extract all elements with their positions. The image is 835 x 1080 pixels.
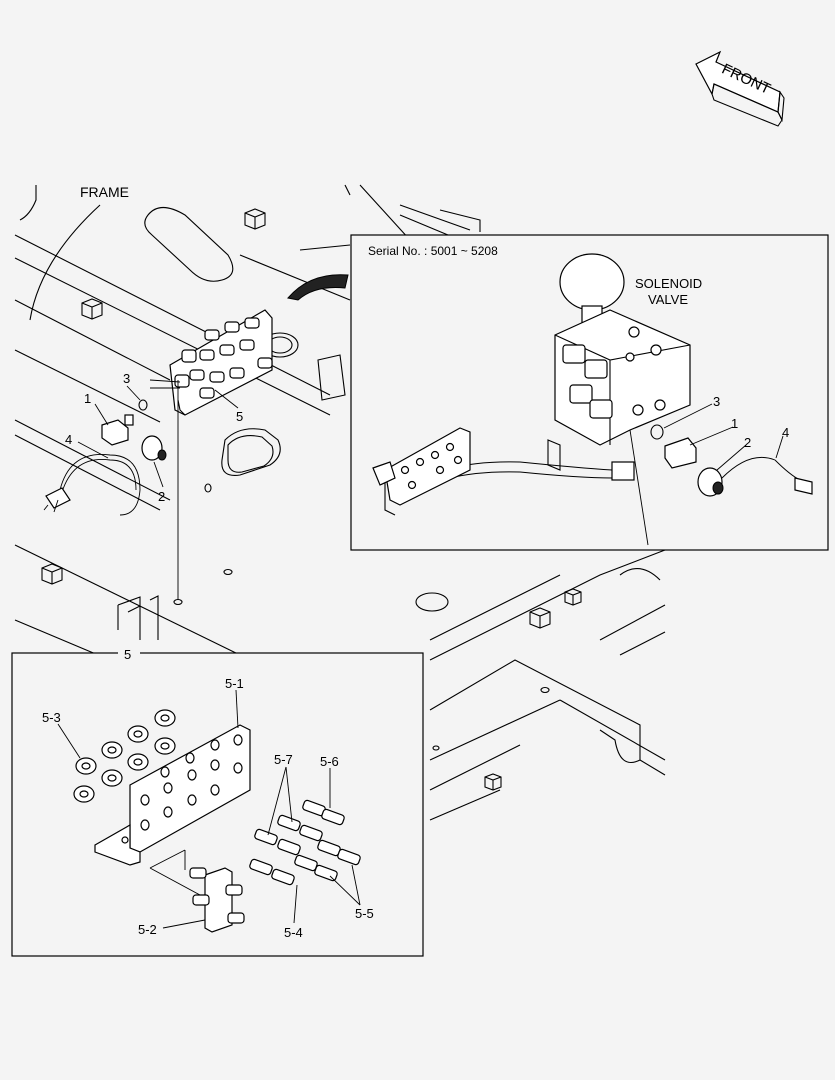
manifold-assembly <box>149 309 273 600</box>
bracket-plate-part <box>94 724 251 866</box>
detail-callout-5-7: 5-7 <box>274 752 293 767</box>
nut-parts <box>73 709 176 803</box>
detail-callout-5-5: 5-5 <box>355 906 374 921</box>
detail-title: 5 <box>124 647 131 662</box>
main-callout-1: 1 <box>84 391 91 406</box>
detail-callout-5-4: 5-4 <box>284 925 303 940</box>
detail-callout-5-6: 5-6 <box>320 754 339 769</box>
tee-block-part <box>149 849 245 933</box>
main-callout-5: 5 <box>236 409 243 424</box>
main-callout-2: 2 <box>158 489 165 504</box>
detail-callout-5-1: 5-1 <box>225 676 244 691</box>
oring-part <box>138 399 148 411</box>
front-arrow-icon: FRONT <box>695 50 785 127</box>
detail-callout-5-2: 5-2 <box>138 922 157 937</box>
serial-label: Serial No. : 5001 ~ 5208 <box>368 244 498 258</box>
main-callout-4: 4 <box>65 432 72 447</box>
frame-label: FRAME <box>80 184 129 200</box>
wire-harness-part <box>43 453 141 516</box>
fitting-parts <box>249 799 361 886</box>
detail-inset-5: 5 <box>11 646 424 957</box>
detail-callout-5-3: 5-3 <box>42 710 61 725</box>
solenoid-label-line1: SOLENOID <box>635 276 702 291</box>
connector-part <box>101 414 134 446</box>
inset-callout-2: 2 <box>744 435 751 450</box>
main-callout-3: 3 <box>123 371 130 386</box>
inset-callout-3: 3 <box>713 394 720 409</box>
pressure-switch-part <box>141 435 167 461</box>
solenoid-label-line2: VALVE <box>648 292 688 307</box>
inset-callout-1: 1 <box>731 416 738 431</box>
serial-inset: Serial No. : 5001 ~ 5208 SOLENOID VALVE <box>350 234 829 551</box>
inset-callout-4: 4 <box>782 425 789 440</box>
